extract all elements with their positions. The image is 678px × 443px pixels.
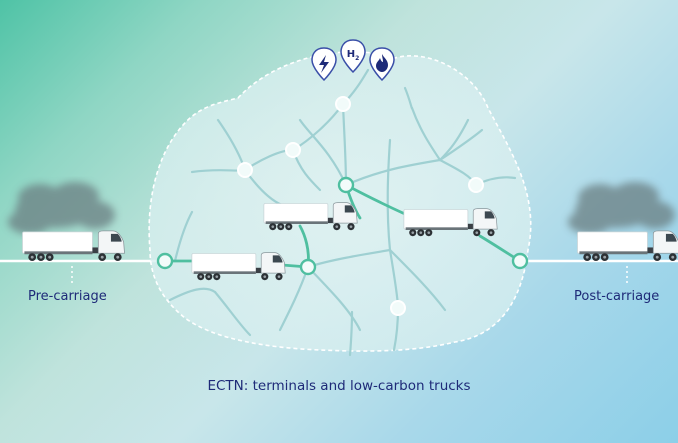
post-carriage-label: Post-carriage xyxy=(574,289,660,304)
route-terminal-node xyxy=(337,176,355,194)
energy-pins: H2 xyxy=(311,39,395,82)
gas-flame-pin-icon xyxy=(369,47,395,82)
route-terminal-node xyxy=(511,252,529,270)
terminal-nodes xyxy=(237,96,484,316)
network-area xyxy=(148,51,532,352)
diagram-caption: ECTN: terminals and low-carbon trucks xyxy=(207,378,471,394)
route-terminal-nodes xyxy=(156,176,529,276)
terminal-node xyxy=(285,142,301,158)
terminal-node xyxy=(237,162,253,178)
pre-carriage-label: Pre-carriage xyxy=(28,289,107,304)
terminal-node xyxy=(468,177,484,193)
route-terminal-node xyxy=(299,258,317,276)
truck-pre-carriage xyxy=(21,230,126,262)
truck-post-carriage xyxy=(576,230,678,262)
route-terminal-node xyxy=(156,252,174,270)
hydrogen-pin-icon: H2 xyxy=(340,39,366,74)
electricity-pin-icon xyxy=(311,47,337,82)
terminal-node xyxy=(335,96,351,112)
smoke-cloud-right xyxy=(568,182,675,234)
terminal-node xyxy=(390,300,406,316)
smoke-cloud-left xyxy=(8,182,115,234)
